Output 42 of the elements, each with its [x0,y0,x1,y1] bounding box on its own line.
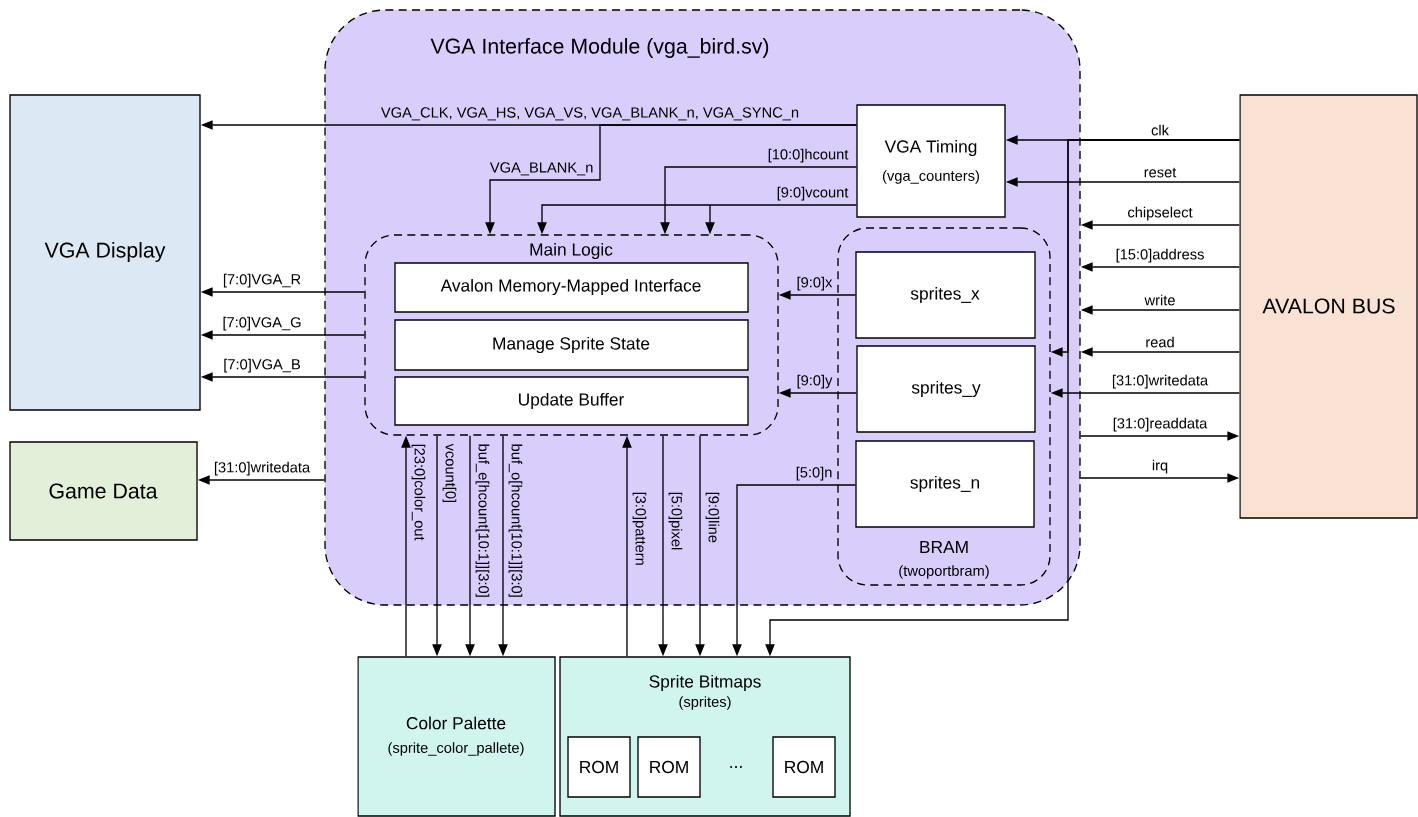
signal-label: clk [1151,124,1169,136]
signal-label: buf_o[hcount[10:1]][3:0] [508,444,523,597]
signal-label: [9:0]line [705,492,720,543]
ellipsis-text: ... [730,766,742,768]
display-box: VGA Display [9,94,201,411]
function-box: Manage Sprite State [394,319,749,371]
signal-label: [9:0]y [797,374,833,389]
signal-label: [7:0]VGA_G [223,316,301,331]
rom-box: ROM [772,736,836,798]
signal-label: [5:0]pixel [668,492,683,550]
signal-label: [31:0]writedata [1112,374,1209,389]
signal-label: [15:0]address [1116,248,1204,263]
signal-label: chipselect [1128,206,1193,221]
signal-label: [3:0]pattern [632,492,647,565]
function-box: Update Buffer [394,376,749,426]
signal-label: buf_e[hcount[10:1]][3:0] [475,444,490,597]
signal-label: reset [1144,167,1177,178]
signal-label: [23:0]color_out [411,444,426,541]
signal-label: read [1146,336,1174,348]
signal-label: irq [1152,459,1168,474]
signal-label: [31:0]readdata [1113,417,1208,432]
signal-label: [10:0]hcount [768,148,849,163]
signal-label: VGA_BLANK_n [489,162,593,176]
signal-label: vcount[0] [442,443,457,503]
rom-box: ROM [567,736,631,798]
memory-box: sprites_n [855,440,1035,528]
function-box: Avalon Memory-Mapped Interface [394,262,749,313]
memory-box: sprites_x [855,251,1036,339]
signal-label: write [1144,294,1175,306]
signal-label: [7:0]VGA_R [223,273,301,288]
timing-box: VGA Timing (vga_counters) [856,104,1006,218]
data-box: Game Data [9,441,198,541]
bus-box: AVALON BUS [1239,94,1418,519]
signal-label: [7:0]VGA_B [224,358,300,373]
palette-box: Color Palette (sprite_color_pallete) [357,656,556,817]
signal-label: VGA_CLK, VGA_HS, VGA_VS, VGA_BLANK_n, VGA_SYNC_n [380,107,799,121]
signal-label: [5:0]n [796,466,832,481]
signal-label: [9:0]x [797,276,833,291]
memory-box: sprites_y [856,345,1036,433]
signal-label: [31:0]writedata [214,461,311,476]
rom-box: ROM [637,736,701,798]
signal-label: [9:0]vcount [777,186,849,201]
